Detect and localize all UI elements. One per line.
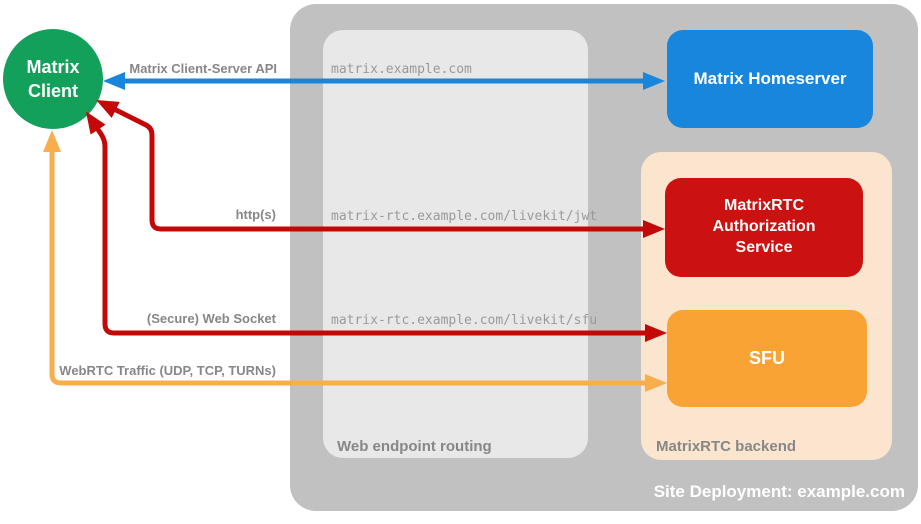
matrixrtc-authorization-service-node: MatrixRTC Authorization Service bbox=[665, 178, 863, 277]
sfu-endpoint-text: matrix-rtc.example.com/livekit/sfu bbox=[331, 313, 598, 328]
http-label: http(s) bbox=[235, 207, 276, 222]
client-server-api-label: Matrix Client-Server API bbox=[129, 61, 277, 76]
web-endpoint-routing-box bbox=[323, 30, 588, 458]
websocket-label: (Secure) Web Socket bbox=[146, 311, 276, 326]
homeserver-endpoint-text: matrix.example.com bbox=[331, 62, 472, 77]
sfu-node: SFU bbox=[667, 310, 867, 407]
webrtc-traffic-label: WebRTC Traffic (UDP, TCP, TURNs) bbox=[59, 363, 276, 378]
web-endpoint-routing-label: Web endpoint routing bbox=[337, 438, 492, 455]
matrixrtc-backend-label: MatrixRTC backend bbox=[656, 438, 797, 455]
matrix-homeserver-node: Matrix Homeserver bbox=[667, 30, 873, 128]
site-deployment-label: Site Deployment: example.com bbox=[653, 482, 905, 501]
matrix-client-node: Matrix Client bbox=[3, 29, 103, 129]
jwt-endpoint-text: matrix-rtc.example.com/livekit/jwt bbox=[331, 209, 598, 224]
